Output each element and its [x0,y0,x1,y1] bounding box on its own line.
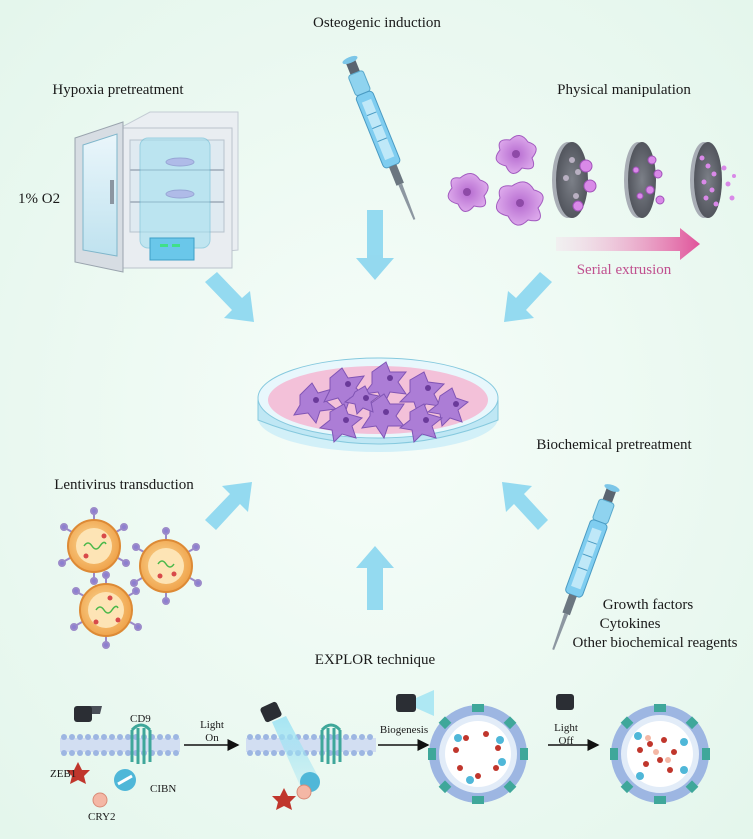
label-physical-manipulation: Physical manipulation [557,82,691,98]
label-light-on-top: Light [200,719,224,731]
petri-dish [257,357,499,452]
pipette-top [342,55,416,220]
label-oxygen: 1% O2 [18,191,60,207]
label-off: Off [558,735,573,747]
label-cytokines: Cytokines [600,616,661,632]
label-serial-extrusion: Serial extrusion [577,262,672,278]
serial-extrusion-arrow [556,228,700,260]
label-lentivirus-transduction: Lentivirus transduction [54,477,194,493]
label-cd9: CD9 [130,713,151,725]
label-cibn: CIBN [150,783,176,795]
label-cry2: CRY2 [88,811,116,823]
pipette-biochemical [552,484,620,650]
light-source-icon [556,694,574,710]
label-on: On [205,732,219,744]
label-zeb1: ZEB1 [50,768,76,780]
physical-manipulation-illustration [447,135,736,260]
label-biogenesis: Biogenesis [380,724,428,736]
label-growth-factors: Growth factors [603,597,694,613]
explor-panel: CD9 ZEB1 CRY2 CIBN Light On Biog [50,690,710,823]
label-osteogenic-induction: Osteogenic induction [313,15,441,31]
light-source-icon [396,690,434,716]
light-source-icon [260,701,282,723]
label-hypoxia-pretreatment: Hypoxia pretreatment [52,82,184,98]
converging-arrows [205,210,552,610]
exosome-vesicle-2 [610,704,710,804]
membrane-1 [60,706,180,808]
label-light-off-top: Light [554,722,578,734]
label-other-reagents: Other biochemical reagents [573,635,738,651]
membrane-2 [246,701,376,810]
incubator-illustration [74,111,239,273]
lentivirus-illustration [58,507,202,649]
label-biochemical-pretreatment: Biochemical pretreatment [536,437,692,453]
label-explor-technique: EXPLOR technique [315,652,436,668]
light-source-icon [74,706,92,722]
exosome-vesicle-1 [428,704,528,804]
